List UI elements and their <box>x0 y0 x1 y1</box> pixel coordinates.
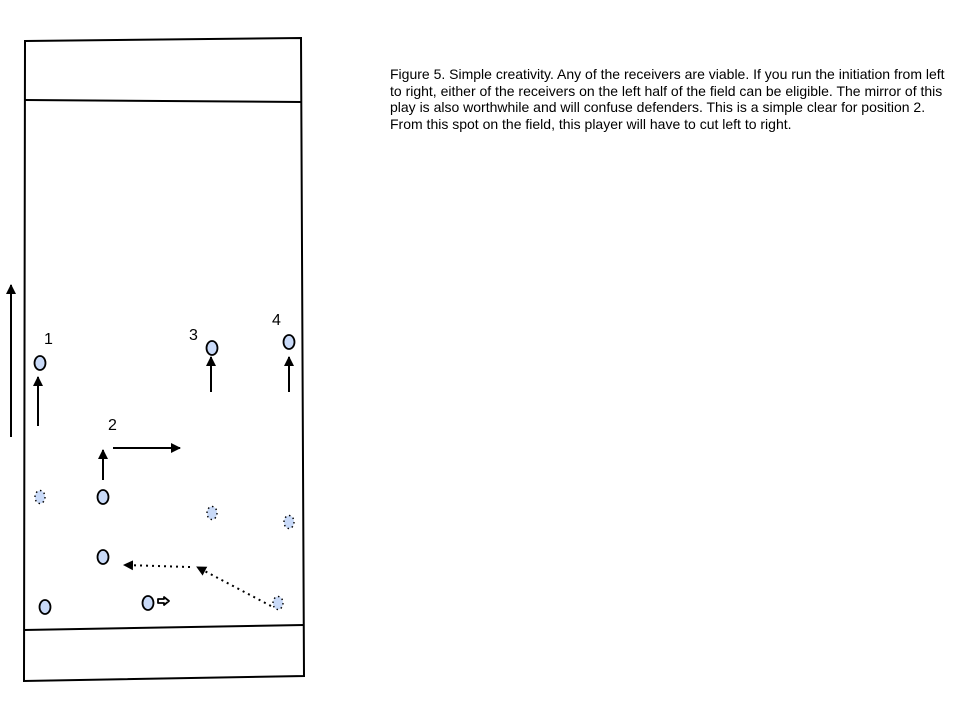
offense-player-3 <box>205 340 219 356</box>
offense-player-thrower <box>141 595 155 611</box>
field-outline <box>22 36 306 683</box>
position-label-2: 2 <box>108 417 117 434</box>
position-label-1: 1 <box>44 331 53 348</box>
defender-marker <box>283 514 295 530</box>
field-diagram: 1 2 3 4 <box>5 36 306 683</box>
offense-player-4 <box>282 334 296 350</box>
dotted-route-diagonal <box>196 566 272 607</box>
top-end-zone-line <box>24 99 303 103</box>
offense-player-handler-left <box>38 599 52 615</box>
figure-caption: Figure 5. Simple creativity. Any of the … <box>390 66 945 132</box>
offense-player-cutter <box>96 549 110 565</box>
disc-icon <box>157 596 170 606</box>
position-label-4: 4 <box>272 312 281 329</box>
offense-player-1 <box>33 355 47 371</box>
defender-marker <box>272 595 284 611</box>
defender-marker <box>34 489 46 505</box>
position-label-3: 3 <box>189 327 198 344</box>
dotted-route-horizontal <box>123 560 191 571</box>
offense-player-2 <box>96 489 110 505</box>
defender-marker <box>206 505 218 521</box>
bottom-end-zone-line <box>23 624 305 631</box>
